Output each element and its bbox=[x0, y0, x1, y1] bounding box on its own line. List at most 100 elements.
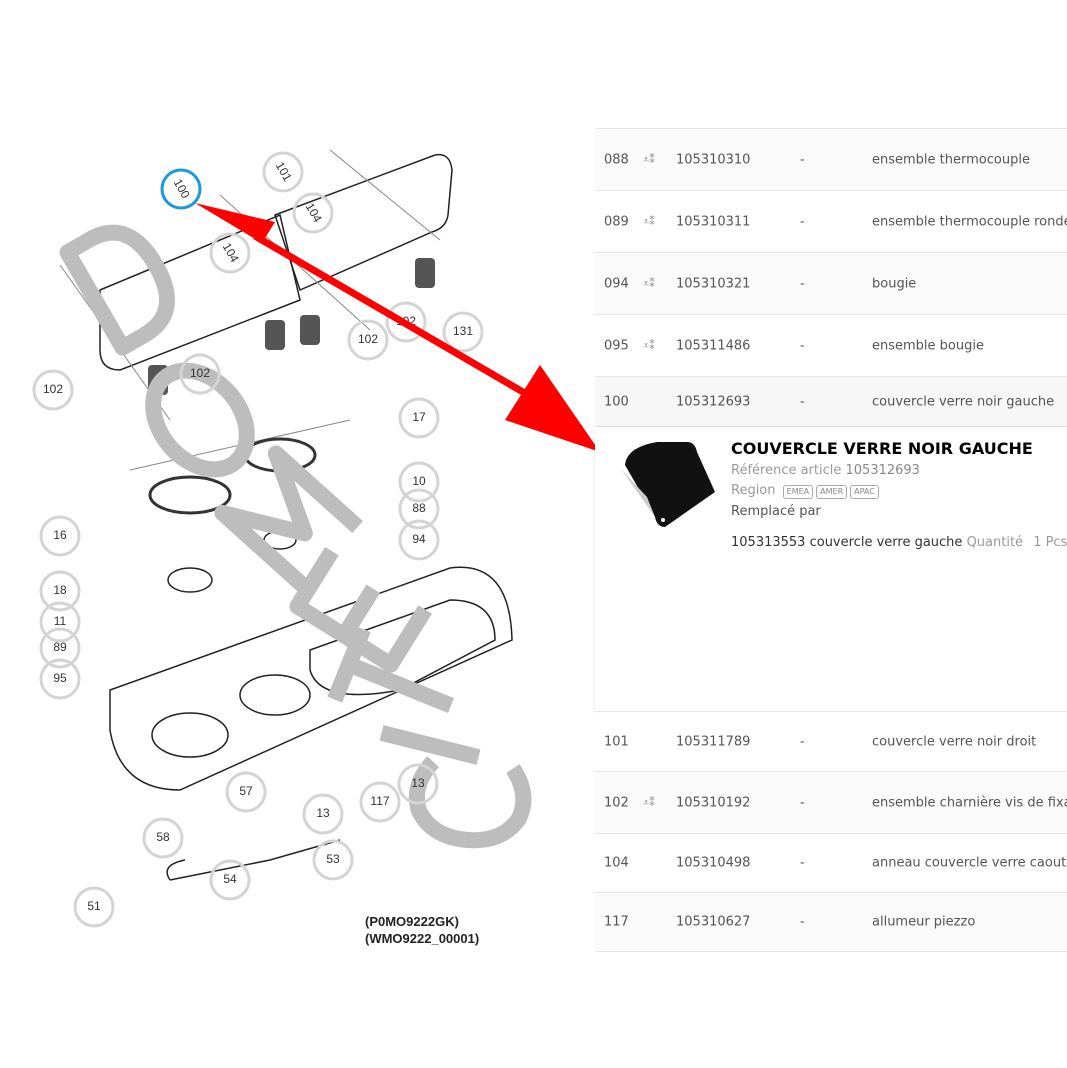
description: anneau couvercle verre caoutch bbox=[872, 855, 1067, 871]
part-title: COUVERCLE VERRE NOIR GAUCHE bbox=[731, 439, 1033, 458]
callout-13[interactable]: 13 bbox=[302, 793, 344, 835]
description: allumeur piezzo bbox=[872, 914, 976, 930]
position: 117 bbox=[604, 914, 629, 930]
table-row[interactable]: 094 ⩡⁑ 105310321 - bougie bbox=[595, 253, 1067, 315]
dash: - bbox=[800, 795, 805, 810]
reference: 105311789 bbox=[676, 734, 751, 749]
reference: 105311486 bbox=[676, 338, 751, 353]
callout-102[interactable]: 102 bbox=[179, 353, 221, 395]
dash: - bbox=[800, 394, 805, 409]
callout-51[interactable]: 51 bbox=[73, 886, 115, 928]
callout-104[interactable]: 104 bbox=[292, 192, 334, 234]
svg-text:13: 13 bbox=[316, 806, 330, 820]
replaced-by-label: Remplacé par bbox=[731, 504, 821, 519]
svg-text:100: 100 bbox=[171, 176, 193, 201]
diagram-code: (P0MO9222GK) bbox=[365, 914, 459, 929]
part-detail-panel: COUVERCLE VERRE NOIR GAUCHE Référence ar… bbox=[595, 427, 1067, 712]
table-row[interactable]: 095 ⩡⁑ 105311486 - ensemble bougie bbox=[595, 315, 1067, 377]
callout-57[interactable]: 57 bbox=[225, 771, 267, 813]
spare-part-icon: ⩡⁑ bbox=[643, 795, 655, 809]
callout-18[interactable]: 18 bbox=[39, 570, 81, 612]
callout-101[interactable]: 101 bbox=[262, 151, 304, 193]
svg-text:13: 13 bbox=[411, 776, 425, 790]
diagram-codes: (P0MO9222GK) (WMO9222_00001) bbox=[365, 913, 479, 947]
position: 088 bbox=[604, 152, 629, 167]
svg-text:58: 58 bbox=[156, 830, 170, 844]
svg-text:102: 102 bbox=[358, 332, 378, 346]
callout-100[interactable]: 100 bbox=[160, 168, 202, 210]
svg-text:89: 89 bbox=[53, 640, 67, 654]
region-label: Region bbox=[731, 483, 776, 498]
dash: - bbox=[800, 276, 805, 291]
table-row[interactable]: 101 105311789 - couvercle verre noir dro… bbox=[595, 712, 1067, 772]
region-tag: AMER bbox=[816, 485, 848, 499]
table-row[interactable]: 089 ⩡⁑ 105310311 - ensemble thermocouple… bbox=[595, 191, 1067, 253]
position: 104 bbox=[604, 855, 629, 871]
position: 100 bbox=[604, 394, 629, 409]
spare-part-icon: ⩡⁑ bbox=[643, 338, 655, 352]
svg-text:53: 53 bbox=[326, 852, 340, 866]
svg-text:101: 101 bbox=[273, 159, 295, 184]
svg-text:88: 88 bbox=[412, 501, 426, 515]
svg-text:11: 11 bbox=[54, 614, 67, 628]
reference: 105310310 bbox=[676, 152, 751, 167]
position: 095 bbox=[604, 338, 629, 353]
description: ensemble thermocouple bbox=[872, 152, 1030, 167]
table-row-selected[interactable]: 100 105312693 - couvercle verre noir gau… bbox=[595, 377, 1067, 427]
svg-text:17: 17 bbox=[412, 410, 426, 424]
description: couvercle verre noir droit bbox=[872, 734, 1037, 749]
callout-11[interactable]: 11 bbox=[39, 601, 81, 643]
callout-104[interactable]: 104 bbox=[209, 232, 251, 274]
description: ensemble bougie bbox=[872, 338, 984, 353]
dash: - bbox=[800, 855, 805, 871]
svg-text:104: 104 bbox=[220, 240, 242, 265]
callout-88[interactable]: 88 bbox=[398, 488, 440, 530]
callout-10[interactable]: 10 bbox=[398, 461, 440, 503]
region-tag: EMEA bbox=[782, 485, 814, 499]
table-row[interactable]: 117 105310627 - allumeur piezzo bbox=[595, 893, 1067, 952]
callout-17[interactable]: 17 bbox=[398, 397, 440, 439]
svg-text:10: 10 bbox=[412, 474, 426, 488]
dash: - bbox=[800, 734, 805, 749]
dash: - bbox=[800, 214, 805, 229]
callout-117[interactable]: 117 bbox=[359, 781, 401, 823]
reference-label: Référence article bbox=[731, 463, 842, 478]
reference: 105310498 bbox=[676, 855, 751, 871]
svg-text:102: 102 bbox=[43, 382, 63, 396]
callout-131[interactable]: 131 bbox=[442, 311, 484, 353]
dash: - bbox=[800, 152, 805, 167]
svg-text:51: 51 bbox=[87, 899, 101, 913]
replacement-reference[interactable]: 105313553 bbox=[731, 535, 806, 550]
table-row[interactable]: 104 105310498 - anneau couvercle verre c… bbox=[595, 834, 1067, 893]
position: 102 bbox=[604, 795, 629, 810]
callout-53[interactable]: 53 bbox=[312, 839, 354, 881]
quantity-value: 1 Pcs bbox=[1033, 535, 1067, 550]
red-double-arrow bbox=[195, 203, 600, 452]
callout-95[interactable]: 95 bbox=[39, 658, 81, 700]
svg-text:16: 16 bbox=[53, 528, 67, 542]
spare-part-icon: ⩡⁑ bbox=[643, 152, 655, 166]
callout-58[interactable]: 58 bbox=[142, 817, 184, 859]
reference: 105310627 bbox=[676, 914, 751, 930]
callout-89[interactable]: 89 bbox=[39, 627, 81, 669]
table-row[interactable]: 102 ⩡⁑ 105310192 - ensemble charnière vi… bbox=[595, 772, 1067, 834]
callout-102[interactable]: 102 bbox=[347, 319, 389, 361]
callout-102[interactable]: 102 bbox=[32, 369, 74, 411]
diagram-code: (WMO9222_00001) bbox=[365, 931, 480, 946]
hob-body-drawing bbox=[109, 530, 513, 881]
description: bougie bbox=[872, 276, 917, 291]
dometic-watermark bbox=[59, 224, 532, 849]
description: ensemble charnière vis de fixati bbox=[872, 795, 1067, 810]
svg-text:18: 18 bbox=[53, 583, 67, 597]
callout-54[interactable]: 54 bbox=[209, 859, 251, 901]
replacement-description: couvercle verre gauche bbox=[809, 535, 963, 550]
position: 101 bbox=[604, 734, 629, 749]
position: 094 bbox=[604, 276, 629, 291]
reference-value: 105312693 bbox=[845, 463, 920, 478]
table-row[interactable]: 088 ⩡⁑ 105310310 - ensemble thermocouple bbox=[595, 129, 1067, 191]
quantity-label: Quantité bbox=[966, 535, 1024, 550]
callout-16[interactable]: 16 bbox=[39, 515, 81, 557]
spare-part-icon: ⩡⁑ bbox=[643, 214, 655, 228]
callout-13[interactable]: 13 bbox=[397, 763, 439, 805]
callout-94[interactable]: 94 bbox=[398, 519, 440, 561]
